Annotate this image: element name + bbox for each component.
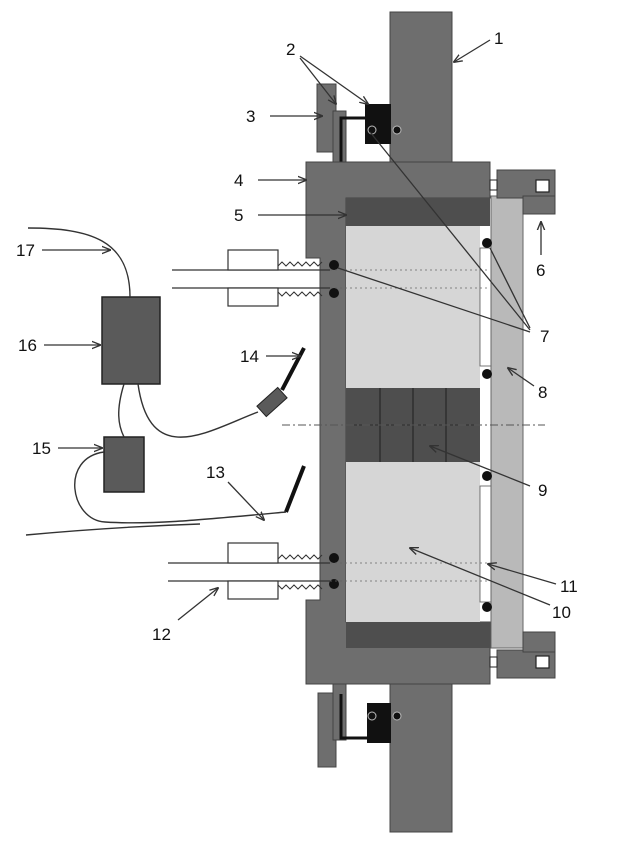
label-7: 7 — [540, 327, 549, 346]
leader-7c — [337, 267, 531, 333]
top-bolt — [535, 179, 550, 193]
controller-box — [101, 296, 161, 385]
cable-box-link — [118, 383, 125, 438]
o-ring-upper-bottom — [482, 369, 492, 379]
lower-nut-lower — [227, 580, 279, 600]
lower-strip — [479, 485, 493, 603]
cable-17 — [27, 227, 131, 298]
label-12: 12 — [152, 625, 171, 644]
upper-chamber — [346, 226, 480, 388]
lower-thread-bottom — [277, 584, 323, 590]
bottom-black-seal — [367, 703, 391, 743]
top-seal-dot-right — [392, 125, 402, 135]
bottom-seal-dot-left — [367, 711, 377, 721]
leader-8 — [508, 368, 535, 387]
o-ring-lower-top — [482, 471, 492, 481]
upper-nut-lower — [227, 287, 279, 307]
leader-12 — [177, 588, 218, 621]
leader-11 — [488, 564, 557, 585]
cable-box-to-probe — [137, 383, 259, 438]
label-5: 5 — [234, 206, 243, 225]
label-10: 10 — [552, 603, 571, 622]
top-dark-band — [346, 198, 490, 226]
bottom-bolt-small — [489, 656, 498, 668]
leader-9 — [430, 446, 531, 487]
label-8: 8 — [538, 383, 547, 402]
label-9: 9 — [538, 481, 547, 500]
bottom-bolt — [535, 655, 550, 669]
label-15: 15 — [32, 439, 51, 458]
leader-2a — [299, 57, 336, 104]
top-black-seal — [365, 104, 391, 144]
leader-2b — [299, 55, 368, 104]
o-ring-lower-bottom — [482, 602, 492, 612]
lower-thread-top — [277, 554, 323, 560]
label-2: 2 — [286, 40, 295, 59]
upper-probe-rod — [280, 347, 306, 391]
label-16: 16 — [18, 336, 37, 355]
label-11: 11 — [560, 577, 578, 596]
label-3: 3 — [246, 107, 255, 126]
o-ring-upper-top — [482, 238, 492, 248]
leader-10 — [410, 548, 551, 606]
o-ring-lower-port-b — [329, 579, 339, 589]
upper-thread-bottom — [277, 291, 323, 297]
label-1: 1 — [494, 29, 503, 48]
side-plate — [490, 195, 524, 649]
o-ring-upper-port-b — [329, 288, 339, 298]
top-frame-block — [389, 11, 453, 165]
label-4: 4 — [234, 171, 243, 190]
cable-loop — [74, 451, 287, 524]
bottom-corner-step — [522, 631, 556, 653]
lower-nut — [227, 542, 279, 564]
o-ring-upper-port-a — [329, 260, 339, 270]
top-seal-dot-left — [367, 125, 377, 135]
upper-strip — [479, 247, 493, 367]
leader-13 — [227, 481, 264, 520]
upper-thread-top — [277, 261, 323, 267]
label-14: 14 — [240, 347, 259, 366]
leader-1 — [454, 39, 491, 62]
leader-7a — [489, 247, 531, 329]
sensor-box — [103, 436, 145, 493]
bottom-dark-band — [346, 622, 490, 648]
label-6: 6 — [536, 261, 545, 280]
top-bracket-line — [339, 116, 365, 162]
lower-chamber — [346, 462, 480, 622]
bottom-seal-dot-right — [392, 711, 402, 721]
top-bolt-small — [489, 179, 498, 191]
cable-13 — [25, 523, 201, 536]
leader-7b — [369, 131, 531, 331]
bottom-bracket-line — [339, 694, 372, 740]
bottom-frame-block — [389, 683, 453, 833]
top-corner-step — [522, 195, 556, 215]
label-17: 17 — [16, 241, 35, 260]
label-13: 13 — [206, 463, 225, 482]
lower-probe-rod — [284, 465, 306, 513]
upper-nut — [227, 249, 279, 271]
upper-probe-body — [256, 386, 288, 418]
o-ring-lower-port-a — [329, 553, 339, 563]
